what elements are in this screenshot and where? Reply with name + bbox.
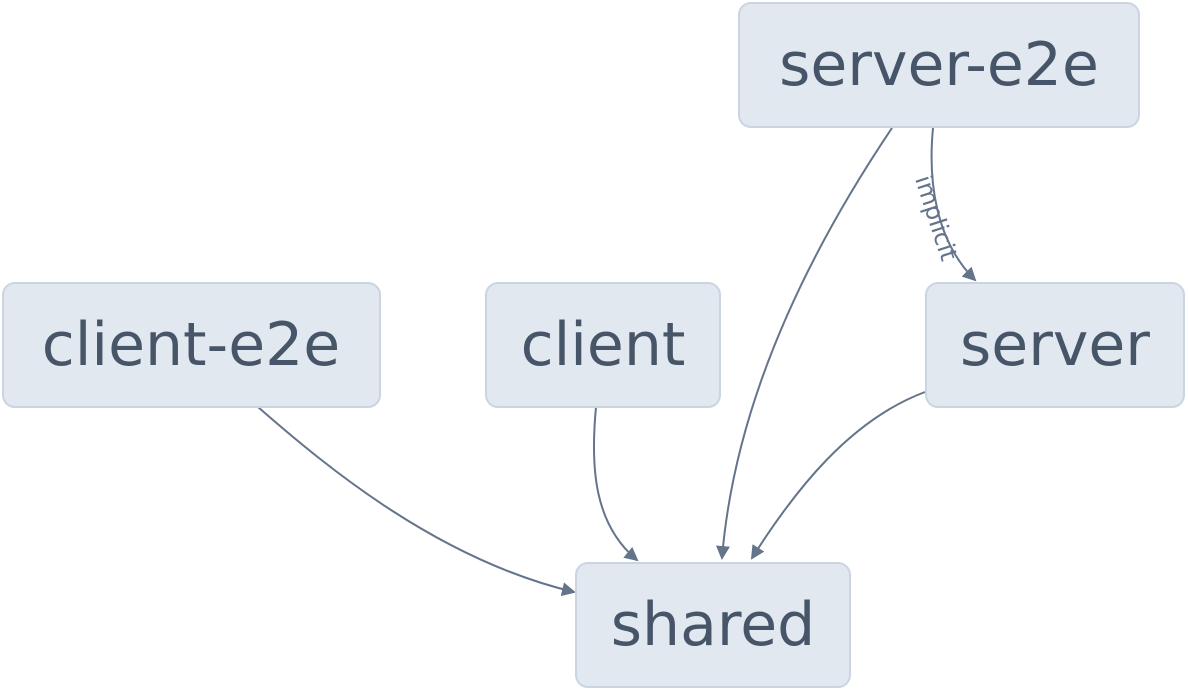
edge-label-implicit: implicit <box>909 172 963 264</box>
node-label: server-e2e <box>779 30 1099 100</box>
node-label: client-e2e <box>42 310 340 380</box>
node-box <box>2 282 381 408</box>
edge-server-e2e-to-server <box>930 127 977 282</box>
node-server[interactable]: server <box>925 282 1185 408</box>
node-client-e2e[interactable]: client-e2e <box>2 282 381 408</box>
node-label: server <box>960 310 1150 380</box>
edge-client-to-shared <box>592 406 639 562</box>
edge-server-to-shared <box>750 391 926 560</box>
node-label: client <box>521 310 686 380</box>
node-box <box>925 282 1185 408</box>
node-box <box>738 2 1140 128</box>
node-box <box>485 282 721 408</box>
node-box <box>575 562 851 688</box>
node-server-e2e[interactable]: server-e2e <box>738 2 1140 128</box>
edge-server-e2e-to-shared <box>716 127 893 560</box>
node-label: shared <box>611 590 815 660</box>
node-shared[interactable]: shared <box>575 562 851 688</box>
node-client[interactable]: client <box>485 282 721 408</box>
edge-client-e2e-to-shared <box>257 406 576 597</box>
